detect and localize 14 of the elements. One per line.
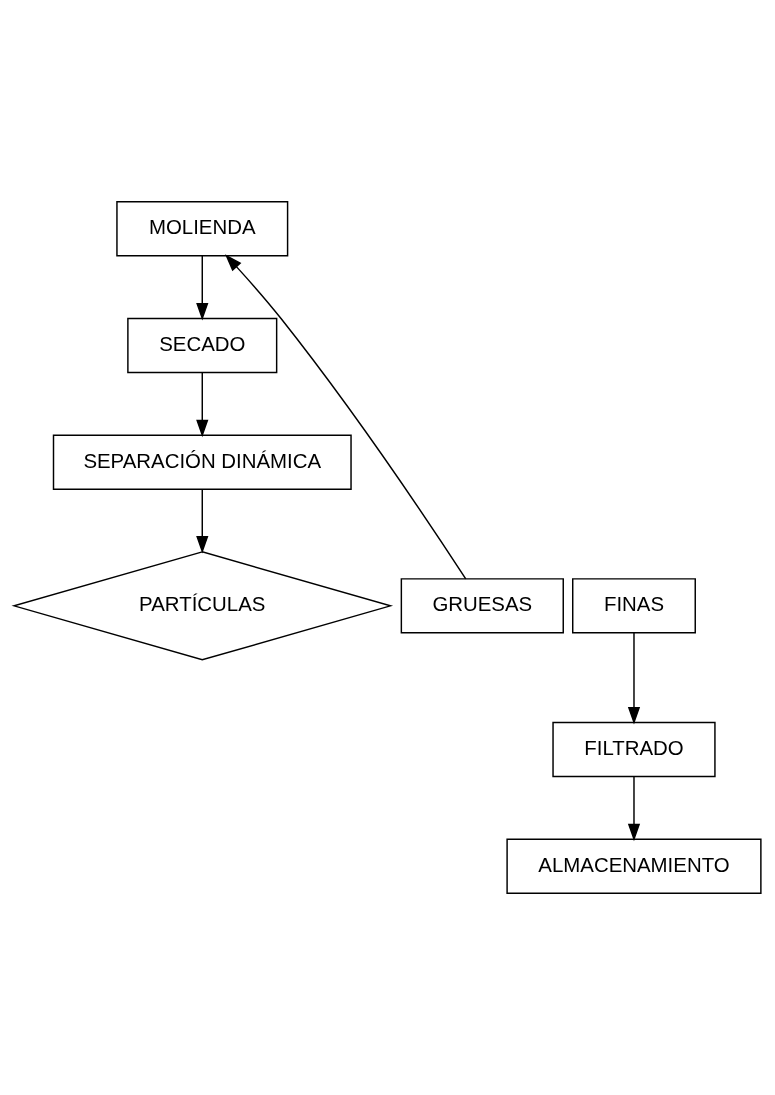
arrow bbox=[225, 254, 467, 580]
node-box: ALMACENAMIENTO bbox=[506, 838, 762, 894]
node-box: MOLIENDA bbox=[116, 201, 289, 257]
arrow bbox=[196, 488, 209, 554]
node-box: SEPARACIÓN DINÁMICA bbox=[52, 434, 352, 490]
node-box: SECADO bbox=[127, 317, 278, 374]
node-box: GRUESAS bbox=[400, 578, 564, 634]
arrow bbox=[196, 255, 209, 321]
node-diamond: PARTÍCULAS bbox=[11, 551, 394, 661]
node-box: FILTRADO bbox=[552, 721, 716, 778]
arrow bbox=[627, 632, 641, 725]
node-box: FINAS bbox=[572, 578, 696, 634]
arrow bbox=[196, 372, 209, 438]
arrow bbox=[627, 776, 641, 842]
